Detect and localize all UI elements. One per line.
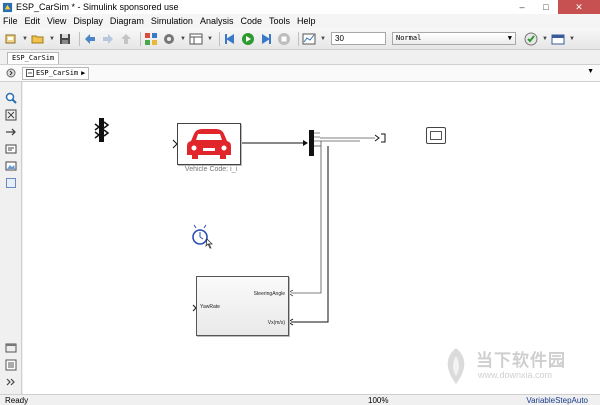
image-icon[interactable] [5,160,17,172]
menu-display[interactable]: Display [73,16,103,26]
vx-port-label: Vx(m/s) [267,320,285,326]
menu-edit[interactable]: Edit [24,16,41,26]
breadcrumb-label: ESP_CarSim [36,68,79,77]
yawrate-port-label: YawRate [200,304,220,310]
title-bar: ESP_CarSim * - Simulink sponsored use – … [0,0,600,14]
build-dropdown-icon[interactable]: ▼ [569,35,575,42]
record-dropdown-icon[interactable]: ▼ [320,35,326,42]
menu-simulation[interactable]: Simulation [150,16,193,26]
left-palette [0,82,22,394]
model-explorer-dropdown-icon[interactable]: ▼ [207,35,213,42]
step-back-icon[interactable] [223,32,237,46]
car-icon [187,129,231,159]
breadcrumb-menu-icon[interactable]: ▼ [587,68,594,75]
toolbar-separator [79,31,80,46]
window-title: ESP_CarSim * - Simulink sponsored use [16,2,179,12]
build-icon[interactable] [551,32,565,46]
simulation-mode-value: Normal [396,34,422,42]
model-advisor-dropdown-icon[interactable]: ▼ [542,35,548,42]
status-ready: Ready [5,396,29,405]
steering-angle-port-label: SteeringAngle [253,291,285,297]
simulation-mode-select[interactable]: Normal ▼ [392,32,516,45]
model-browser-icon[interactable] [5,342,17,354]
toolbar-separator [298,31,299,46]
library-browser-icon[interactable] [144,32,158,46]
stop-icon[interactable] [277,32,291,46]
toolbar-separator [219,31,220,46]
minimize-button[interactable]: – [519,2,525,12]
explorer-bar-icon[interactable] [5,359,17,371]
tab-strip: ESP_CarSim [0,50,600,64]
breadcrumb[interactable]: ESP_CarSim ▶ [22,66,90,80]
fit-to-view-icon[interactable] [5,109,17,121]
arrow-icon[interactable] [5,126,17,138]
watermark-logo-icon [447,348,465,384]
close-button[interactable]: ✕ [558,0,600,14]
open-icon[interactable] [31,32,45,46]
menu-tools[interactable]: Tools [268,16,290,26]
watermark: 当下软件园 www.downxia.com [440,346,590,390]
tab-esp-carsim[interactable]: ESP_CarSim [7,52,59,64]
new-model-icon[interactable] [4,32,18,46]
model-canvas[interactable]: Vehicle Code: i_i YawRate SteeringAngle … [23,82,600,394]
toolbar-separator [140,31,141,46]
model-explorer-icon[interactable] [189,32,203,46]
annotation-icon[interactable] [5,143,17,155]
terminator-block[interactable] [374,133,386,143]
status-bar: Ready 100% VariableStepAuto [0,394,600,405]
maximize-button[interactable]: □ [543,2,549,12]
scope-block[interactable] [426,127,446,144]
chevron-right-icon: ▶ [81,68,86,77]
step-forward-icon[interactable] [259,32,273,46]
watermark-url: www.downxia.com [478,370,553,380]
forward-icon[interactable] [101,32,115,46]
vehicle-block-label: Vehicle Code: i_i [184,166,238,173]
status-solver[interactable]: VariableStepAuto [526,396,588,405]
menu-diagram[interactable]: Diagram [109,16,144,26]
breadcrumb-bar: ESP_CarSim ▶ ▼ [0,64,600,82]
menu-code[interactable]: Code [240,16,262,26]
menu-analysis[interactable]: Analysis [199,16,234,26]
stop-time-input[interactable]: 30 [331,32,386,45]
clock-icon[interactable] [192,224,213,249]
run-icon[interactable] [241,32,255,46]
status-zoom: 100% [368,396,389,405]
vehicle-block[interactable] [177,123,241,165]
simulink-app-icon [2,2,13,12]
record-icon[interactable] [302,32,316,46]
model-browser-toggle-icon[interactable] [4,66,18,80]
toolbar: ▼ ▼ ▼ ▼ ▼ 30 Normal ▼ [0,28,600,50]
menu-bar: File Edit View Display Diagram Simulatio… [0,14,600,28]
model-advisor-icon[interactable] [524,32,538,46]
scope-screen-icon [430,131,442,140]
menu-file[interactable]: File [3,16,18,26]
model-icon [26,69,34,77]
open-dropdown-icon[interactable]: ▼ [49,35,55,42]
area-icon[interactable] [5,177,17,189]
menu-view[interactable]: View [47,16,67,26]
menu-help[interactable]: Help [297,16,316,26]
yaw-subsystem-block[interactable]: YawRate SteeringAngle Vx(m/s) [196,276,289,336]
save-icon[interactable] [58,32,72,46]
bus-selector-block[interactable] [309,130,320,156]
back-icon[interactable] [83,32,97,46]
zoom-icon[interactable] [5,92,17,104]
model-config-dropdown-icon[interactable]: ▼ [180,35,186,42]
chevron-down-icon: ▼ [507,34,512,42]
window-controls: – □ ✕ [510,0,600,14]
up-icon[interactable] [119,32,133,46]
mux-block[interactable] [94,118,110,142]
expand-palette-icon[interactable] [5,376,17,388]
watermark-text: 当下软件园 [476,351,566,370]
new-model-dropdown-icon[interactable]: ▼ [22,35,28,42]
model-config-icon[interactable] [162,32,176,46]
